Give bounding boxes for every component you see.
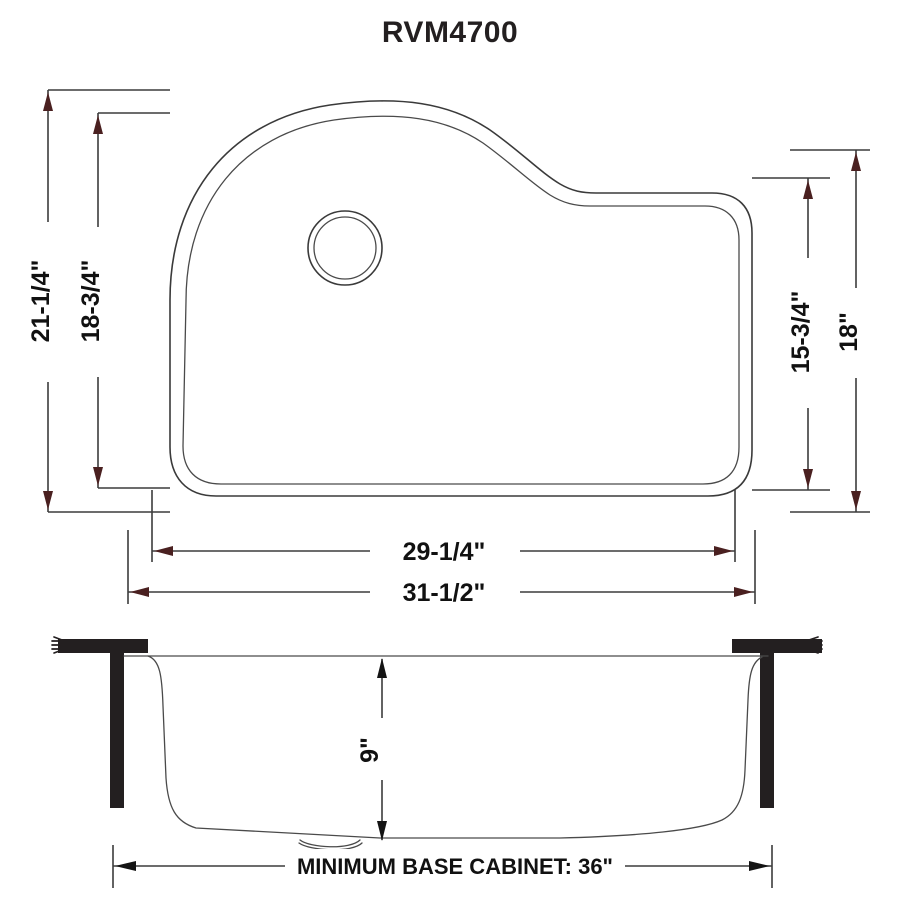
- top-view: [169, 100, 753, 497]
- dimension-label-min-base-cabinet: MINIMUM BASE CABINET: 36": [297, 854, 613, 879]
- drain-inner-circle: [313, 216, 377, 280]
- dimension-label-overall-width: 31-1/2": [403, 579, 486, 607]
- arrowhead-up: [803, 180, 813, 199]
- dimension-bowl-depth: 9": [356, 658, 394, 841]
- dimension-overall-height: 21-1/4": [27, 89, 170, 513]
- label-backdrop: [360, 718, 394, 780]
- label-backdrop: [838, 288, 876, 378]
- page-title: RVM4700: [382, 16, 518, 49]
- dimension-label-overall-height: 21-1/4": [27, 260, 55, 343]
- label-backdrop: [285, 849, 625, 883]
- label-backdrop: [80, 227, 118, 377]
- arrowhead-up: [93, 115, 103, 134]
- dimension-label-bowl-depth: 9": [356, 737, 384, 763]
- dimension-label-overall-height-right: 18": [835, 312, 863, 352]
- arrowhead-up: [43, 92, 53, 111]
- arrowhead-up: [377, 658, 387, 678]
- dimension-min-base-cabinet: MINIMUM BASE CABINET: 36": [112, 845, 773, 888]
- arrowhead-right: [749, 861, 770, 871]
- arrowhead-down: [377, 821, 387, 841]
- countertop-slab-left-icon: [58, 639, 148, 653]
- cabinet-wall-right-icon: [760, 653, 774, 808]
- dimension-label-bowl-width: 29-1/4": [403, 538, 486, 566]
- label-backdrop: [370, 573, 520, 611]
- dimension-bowl-height-right: 15-3/4": [752, 177, 830, 491]
- dimension-overall-width: 31-1/2": [127, 530, 756, 611]
- arrowhead-right: [734, 587, 753, 597]
- arrowhead-left: [130, 587, 149, 597]
- cross-section-view: 9" MINIMUM BASE CABINET: 36": [51, 636, 823, 888]
- countertop-slab-right-icon: [732, 639, 822, 653]
- right-dimension-group: 15-3/4" 18": [752, 149, 876, 513]
- arrowhead-up: [851, 152, 861, 171]
- arrowhead-down: [93, 467, 103, 486]
- dimension-label-bowl-height: 18-3/4": [77, 260, 105, 343]
- left-dimension-group: 21-1/4" 18-3/4": [27, 89, 170, 513]
- dimension-bowl-width: 29-1/4": [151, 490, 736, 570]
- bottom-dimension-group: 29-1/4" 31-1/2": [127, 490, 756, 611]
- label-backdrop: [790, 258, 828, 408]
- sink-inner-bowl: [182, 115, 740, 485]
- sink-outer-rim: [169, 100, 753, 497]
- dimension-label-bowl-height-right: 15-3/4": [787, 291, 815, 374]
- arrowhead-down: [851, 491, 861, 510]
- arrowhead-down: [803, 469, 813, 488]
- arrowhead-right: [714, 546, 733, 556]
- dimension-bowl-height: 18-3/4": [77, 112, 170, 489]
- dimension-overall-height-right: 18": [790, 149, 876, 513]
- arrowhead-left: [154, 546, 173, 556]
- arrowhead-down: [43, 491, 53, 510]
- sink-drain-detail-icon: [298, 839, 363, 851]
- cabinet-wall-left-icon: [110, 653, 124, 808]
- drain-opening-icon: [307, 210, 383, 286]
- arrowhead-left: [115, 861, 136, 871]
- label-backdrop: [370, 532, 520, 570]
- label-backdrop: [30, 222, 68, 382]
- sink-bowl-profile: [147, 655, 763, 839]
- drain-outer-circle: [307, 210, 383, 286]
